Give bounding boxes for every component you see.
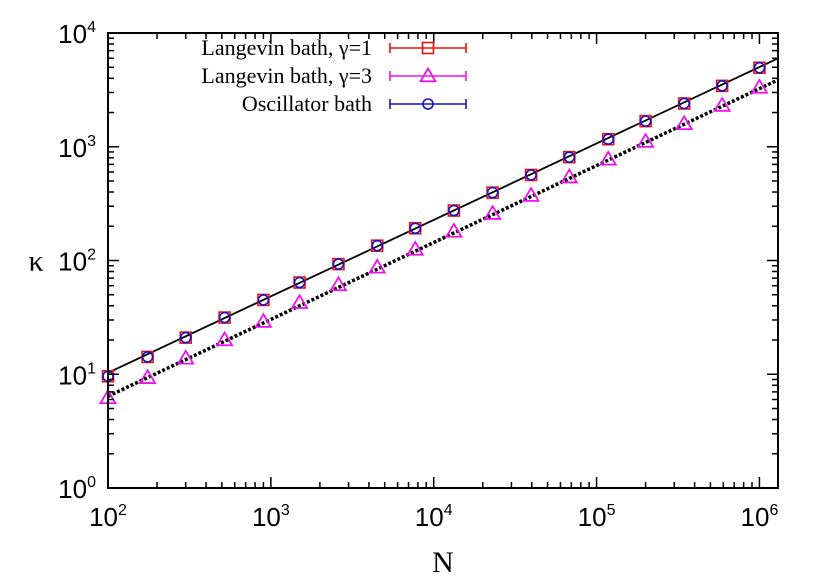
x-tick-label-base: 10 bbox=[252, 502, 281, 532]
data-point-circle bbox=[448, 204, 460, 217]
data-point-triangle bbox=[444, 222, 463, 238]
data-point-triangle bbox=[560, 167, 579, 184]
x-tick-label: 106 bbox=[741, 502, 779, 532]
x-tick-label: 105 bbox=[578, 502, 616, 532]
y-tick-label: 102 bbox=[58, 247, 96, 277]
data-point-triangle bbox=[599, 150, 618, 166]
legend-marker-circle bbox=[422, 98, 434, 110]
data-point-triangle bbox=[290, 293, 309, 309]
x-tick-label-exp: 4 bbox=[444, 502, 453, 519]
data-point-triangle bbox=[368, 258, 387, 274]
y-tick-label-exp: 0 bbox=[87, 474, 96, 491]
data-point-triangle bbox=[483, 204, 502, 220]
data-point-circle bbox=[293, 276, 306, 289]
data-point-triangle bbox=[176, 349, 195, 365]
data-point-triangle bbox=[406, 240, 425, 256]
legend-marker-square bbox=[421, 41, 435, 55]
data-point-circle bbox=[486, 186, 499, 199]
y-tick-label: 100 bbox=[58, 474, 96, 504]
y-tick-label: 101 bbox=[58, 360, 96, 390]
data-point-triangle bbox=[254, 312, 273, 328]
y-tick-label-base: 10 bbox=[58, 247, 87, 277]
y-tick-label: 104 bbox=[58, 19, 96, 49]
y-tick-label-exp: 4 bbox=[87, 19, 96, 36]
data-point-triangle bbox=[750, 78, 769, 94]
data-point-circle bbox=[371, 239, 384, 252]
legend-label: Langevin bath, γ=1 bbox=[201, 35, 372, 60]
x-tick-label: 104 bbox=[415, 502, 453, 532]
fit-line-dotted bbox=[107, 78, 779, 398]
data-point-circle bbox=[639, 115, 652, 127]
y-tick-label-exp: 2 bbox=[87, 247, 96, 264]
data-point-triangle bbox=[215, 330, 234, 347]
y-tick-label-base: 10 bbox=[58, 360, 87, 390]
x-tick-label-exp: 3 bbox=[281, 502, 290, 519]
data-point-triangle bbox=[329, 275, 348, 292]
data-point-circle bbox=[409, 222, 422, 235]
x-tick-label-base: 10 bbox=[89, 502, 118, 532]
data-point-circle bbox=[141, 351, 154, 363]
x-axis-title: N bbox=[432, 546, 454, 579]
x-tick-label: 102 bbox=[89, 502, 127, 532]
x-tick-label-exp: 5 bbox=[607, 502, 616, 519]
data-point-triangle bbox=[138, 368, 157, 384]
data-point-circle bbox=[257, 294, 270, 306]
y-tick-label-base: 10 bbox=[58, 133, 87, 163]
data-point-triangle bbox=[713, 96, 732, 112]
data-point-triangle bbox=[521, 186, 541, 202]
y-axis-title: κ bbox=[28, 245, 43, 278]
data-point-circle bbox=[678, 97, 690, 110]
data-point-circle bbox=[716, 80, 728, 92]
data-point-circle bbox=[602, 133, 615, 146]
y-tick-label-base: 10 bbox=[58, 19, 87, 49]
x-tick-label: 103 bbox=[252, 502, 290, 532]
data-point-circle bbox=[179, 331, 192, 344]
x-tick-label-exp: 6 bbox=[769, 502, 778, 519]
axis-ticks bbox=[107, 32, 778, 489]
legend-label: Langevin bath, γ=3 bbox=[201, 63, 372, 88]
x-tick-label-base: 10 bbox=[415, 502, 444, 532]
data-point-triangle bbox=[675, 114, 694, 130]
legend-label: Oscillator bath bbox=[242, 91, 372, 116]
data-point-circle bbox=[753, 61, 766, 74]
data-point-circle bbox=[525, 169, 537, 181]
x-tick-label-exp: 2 bbox=[118, 502, 127, 519]
x-tick-label-base: 10 bbox=[578, 502, 607, 532]
y-tick-label: 103 bbox=[58, 133, 96, 163]
x-tick-label-base: 10 bbox=[741, 502, 770, 532]
y-tick-label-exp: 3 bbox=[87, 133, 96, 150]
legend-marker-triangle bbox=[418, 66, 438, 83]
data-point-circle bbox=[218, 311, 231, 324]
data-markers bbox=[98, 61, 769, 405]
y-tick-label-exp: 1 bbox=[87, 360, 96, 377]
data-point-circle bbox=[332, 258, 345, 270]
data-point-triangle bbox=[636, 132, 655, 148]
data-point-circle bbox=[563, 151, 576, 163]
y-tick-label-base: 10 bbox=[58, 474, 87, 504]
